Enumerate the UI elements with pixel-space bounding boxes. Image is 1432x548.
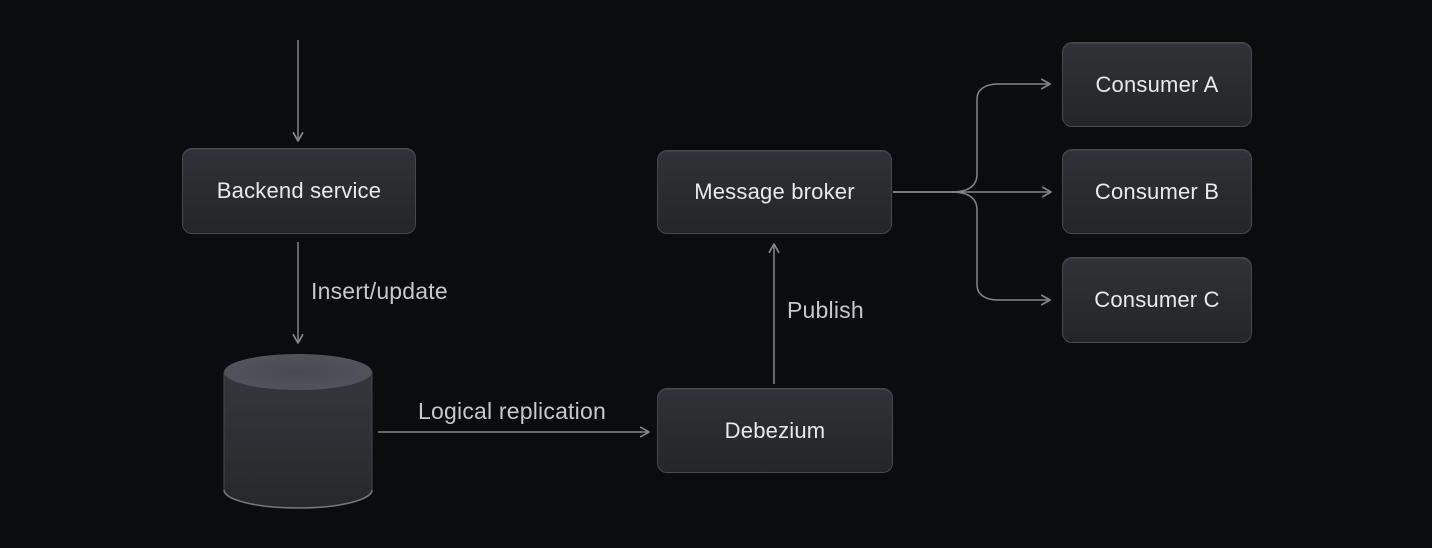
node-consumer-b: Consumer B bbox=[1062, 149, 1252, 234]
node-debezium-label: Debezium bbox=[724, 417, 826, 443]
node-consumer-c-label: Consumer C bbox=[1094, 287, 1220, 312]
edge-label-publish: Publish bbox=[787, 297, 864, 323]
node-message-broker-label: Message broker bbox=[694, 179, 855, 204]
node-consumer-a: Consumer A bbox=[1062, 42, 1252, 127]
node-backend-service: Backend service bbox=[182, 148, 416, 234]
node-consumer-a-label: Consumer A bbox=[1095, 71, 1219, 97]
edge-broker-to-consumer-a bbox=[893, 78, 1051, 193]
database-cylinder bbox=[223, 354, 373, 509]
edge-broker-to-consumer-c bbox=[893, 191, 1051, 306]
edge-label-logical-replication: Logical replication bbox=[418, 398, 606, 424]
node-consumer-b-label: Consumer B bbox=[1094, 178, 1220, 204]
node-message-broker: Message broker bbox=[657, 150, 892, 234]
node-backend-service-label: Backend service bbox=[216, 178, 382, 203]
node-consumer-c: Consumer C bbox=[1062, 257, 1252, 343]
node-debezium: Debezium bbox=[657, 388, 893, 473]
edge-label-insert-update: Insert/update bbox=[311, 278, 448, 304]
